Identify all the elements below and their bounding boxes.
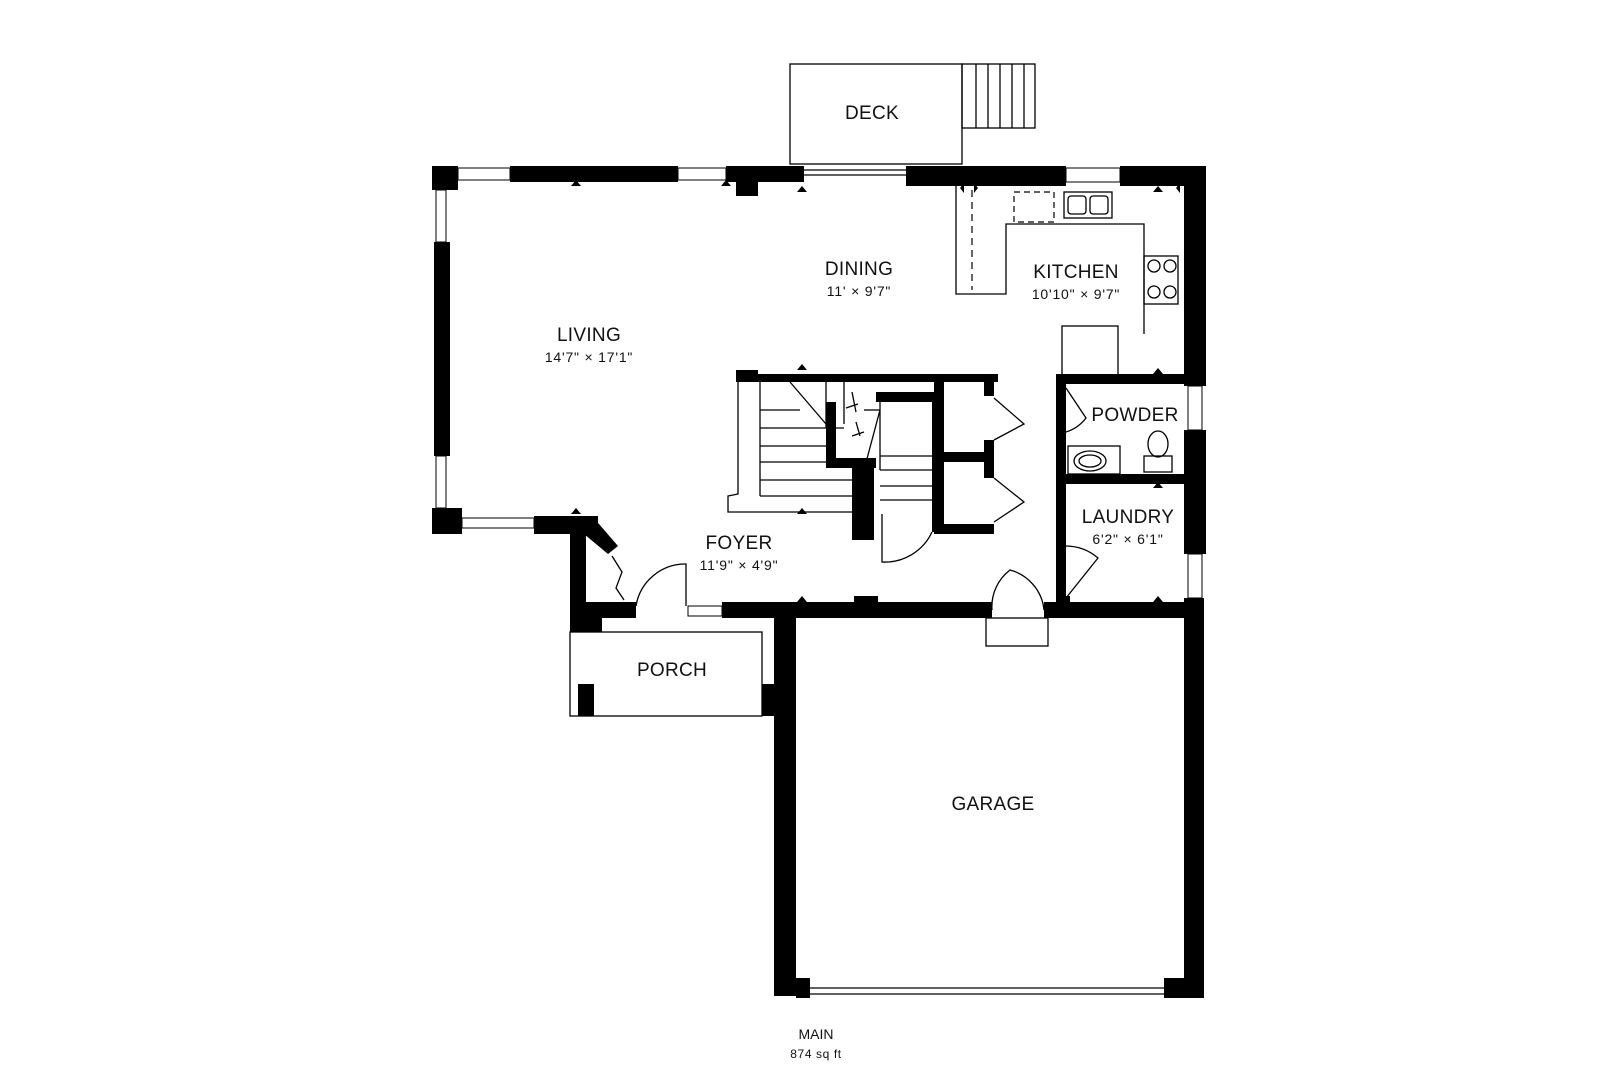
deck	[789, 63, 1036, 165]
living-label: LIVING	[557, 325, 621, 346]
dining-dims: 11' × 9'7"	[827, 283, 891, 299]
ceiling-markers	[448, 178, 1180, 605]
bifold-door	[611, 555, 625, 601]
laundry-dims: 6'2" × 6'1"	[1092, 531, 1163, 547]
garage-label: GARAGE	[951, 794, 1034, 815]
top-exterior-wall	[432, 166, 1206, 196]
right-exterior-wall	[1184, 166, 1206, 599]
floor-name: MAIN	[799, 1026, 834, 1042]
laundry-door	[1065, 545, 1099, 599]
foyer-label: FOYER	[706, 533, 773, 554]
kitchen-range	[1143, 255, 1179, 305]
powder-vanity	[1067, 445, 1121, 475]
living-dims: 14'7" × 17'1"	[545, 349, 633, 365]
kitchen-label: KITCHEN	[1033, 262, 1119, 283]
deck-label: DECK	[845, 103, 899, 124]
garage-door	[810, 987, 1164, 995]
powder-toilet	[1143, 430, 1173, 473]
powder-label: POWDER	[1091, 405, 1178, 426]
floor-area: 874 sq ft	[790, 1047, 841, 1061]
closets	[934, 374, 1026, 534]
kitchen-sink	[1063, 191, 1113, 219]
sliding-door	[804, 169, 906, 176]
laundry-label: LAUNDRY	[1082, 507, 1175, 528]
left-exterior-wall	[432, 189, 618, 554]
kitchen-fixtures	[955, 186, 1179, 377]
foyer-south-wall	[722, 569, 1184, 647]
dining-label: DINING	[825, 259, 893, 280]
porch-walls	[569, 530, 780, 717]
garage-walls	[774, 598, 1204, 998]
powder-door	[1065, 387, 1087, 433]
porch-label: PORCH	[637, 660, 707, 681]
foyer-dims: 11'9" × 4'9"	[700, 557, 779, 573]
deck-stairs	[975, 64, 1025, 128]
kitchen-dims: 10'10" × 9'7"	[1032, 286, 1120, 302]
